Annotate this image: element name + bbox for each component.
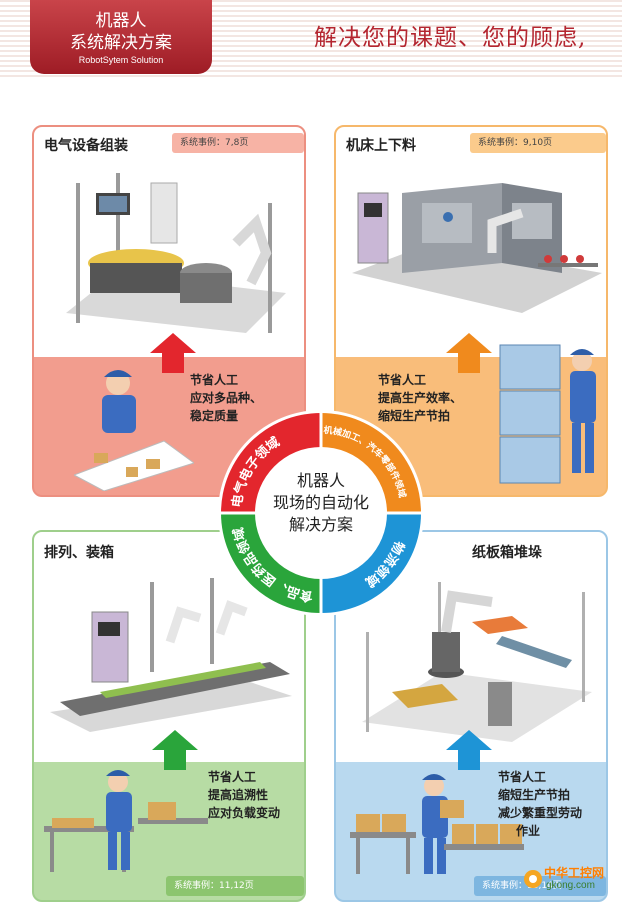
benefit-item: 节省人工: [378, 373, 427, 387]
title-line1: 机器人: [95, 11, 147, 31]
benefit-item: 应对负载变动: [208, 806, 281, 820]
center-line: 解决方案: [288, 515, 353, 534]
benefit-list: 节省人工 应对多品种、 稳定质量: [190, 371, 262, 425]
panel-illustration-area: [336, 127, 606, 357]
benefit-item: 节省人工: [208, 770, 257, 784]
panel-title: 纸板箱堆垛: [472, 545, 542, 561]
machine-tool-cell-illustration: [352, 183, 602, 313]
benefit-item: 减少繁重型劳动: [498, 806, 583, 820]
benefit-list: 节省人工 提高追溯性 应对负载变动: [208, 768, 280, 822]
worker-with-bins-illustration: [499, 344, 596, 484]
panel-illustration-area: [34, 127, 304, 357]
benefit-item: 提高生产效率、: [378, 391, 463, 405]
panel-electrical-assembly: 电气设备组装 系统事例：7,8页 节省人工 应对多品种、 稳定质量: [32, 125, 306, 497]
worker-carrying-box-illustration: [350, 774, 524, 874]
benefit-item: 缩短生产节拍: [378, 409, 451, 423]
gear-icon: [524, 870, 542, 888]
packing-line-illustration: [50, 578, 292, 732]
case-page-badge: 系统事例：9,10页: [470, 133, 606, 153]
case-page-badge: 系统事例：7,8页: [172, 133, 304, 153]
center-line: 机器人: [296, 471, 345, 490]
watermark-brand: 中华工控网: [544, 866, 605, 880]
case-page-badge: 系统事例：11,12页: [166, 876, 304, 896]
up-arrow-icon: [446, 333, 492, 373]
title-english: RobotSytem Solution: [78, 55, 164, 65]
palletizing-cell-illustration: [362, 582, 592, 742]
panel-title: 电气设备组装: [44, 138, 128, 154]
panel-illustration-area: [34, 532, 304, 762]
up-arrow-icon: [150, 333, 196, 373]
watermark-url: gkong.com: [546, 880, 595, 891]
center-caption: 机器人 现场的自动化 解决方案: [258, 470, 384, 536]
watermark-logo: 中华工控网 gkong.com: [522, 862, 622, 902]
benefit-list: 节省人工 缩短生产节拍 减少繁重型劳动 作业: [498, 768, 582, 840]
up-arrow-icon: [152, 730, 198, 770]
up-arrow-icon: [446, 730, 492, 770]
panel-title: 排列、装箱: [44, 545, 114, 561]
benefit-item: 稳定质量: [190, 409, 239, 423]
benefit-item: 缩短生产节拍: [498, 788, 571, 802]
benefit-item: 提高追溯性: [208, 788, 269, 802]
tagline: 解决您的课题、您的顾虑,: [314, 25, 587, 51]
title-line2: 系统解决方案: [70, 33, 172, 53]
panel-title: 机床上下料: [346, 138, 416, 154]
assembly-cell-illustration: [66, 173, 286, 333]
benefit-item: 节省人工: [190, 373, 239, 387]
benefit-item: 节省人工: [498, 770, 547, 784]
benefit-item: 应对多品种、: [190, 391, 263, 405]
panel-arrange-packing: 排列、装箱 节省人工 提高追溯性 应对负载变动 系统事例：11,12页: [32, 530, 306, 902]
case-page-badge: 系统事例：13,14页: [474, 876, 606, 896]
sector-ring: 电气电子领域 机械加工、汽车零部件领域 物流领域 食品、医药品领域: [218, 410, 424, 616]
worker-at-table-illustration: [44, 770, 208, 872]
worker-sorting-illustration: [74, 370, 194, 491]
benefit-list: 节省人工 提高生产效率、 缩短生产节拍: [378, 371, 462, 425]
benefit-item: 作业: [516, 824, 541, 838]
title-tab: 机器人 系统解决方案 RobotSytem Solution: [30, 0, 212, 74]
center-line: 现场的自动化: [272, 493, 369, 512]
